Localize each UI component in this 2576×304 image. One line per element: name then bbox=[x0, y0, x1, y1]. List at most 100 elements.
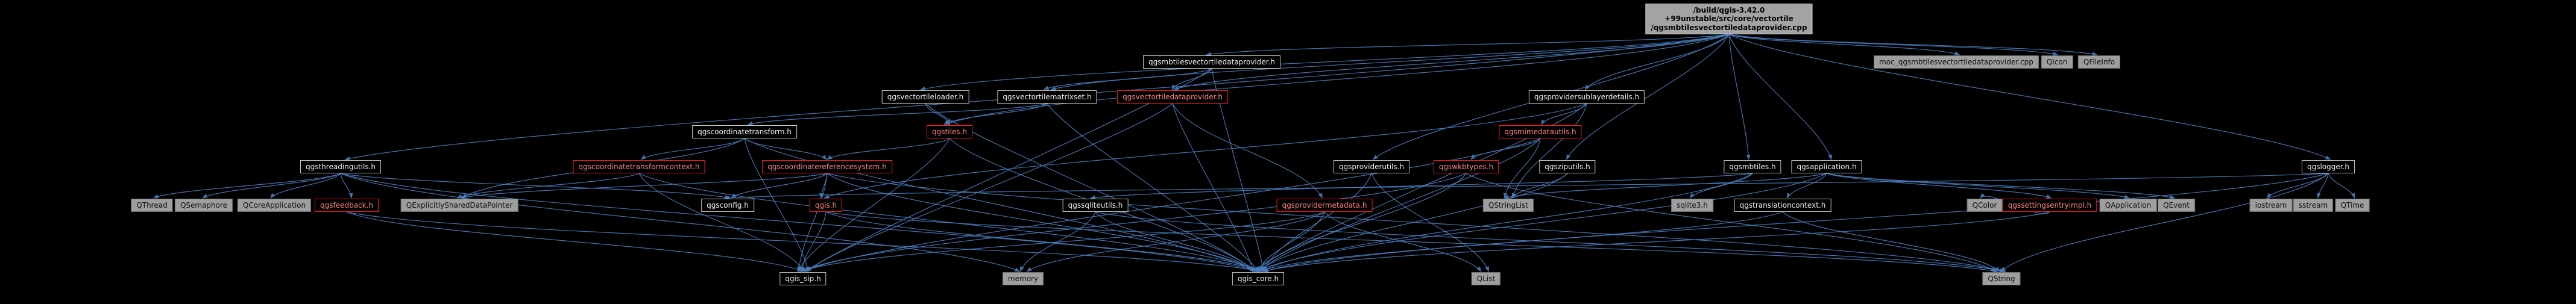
include-edge bbox=[1258, 211, 1783, 272]
node-title-line: /build/qgis-3.42.0 bbox=[1693, 6, 1765, 14]
include-edge bbox=[1211, 68, 1265, 272]
include-edge bbox=[1258, 211, 1325, 272]
node-iostream: iostream bbox=[2249, 199, 2293, 212]
node-mbtiles[interactable]: qgsmbtiles.h bbox=[1724, 160, 1781, 174]
node-qgis[interactable]: qgis.h bbox=[809, 199, 843, 212]
include-edge bbox=[2328, 173, 2355, 199]
include-edge bbox=[638, 173, 1262, 272]
include-edge bbox=[1826, 173, 2176, 199]
include-edge bbox=[1047, 103, 1259, 272]
node-mbtvtdp_h[interactable]: qgsmbtilesvectortiledataprovider.h bbox=[1143, 55, 1280, 69]
node-translationcontext[interactable]: qgstranslationcontext.h bbox=[1734, 199, 1831, 212]
node-mimedatautils[interactable]: qgsmimedatautils.h bbox=[1499, 125, 1582, 139]
include-edge bbox=[1172, 103, 1323, 199]
node-qgsconfig[interactable]: qgsconfig.h bbox=[701, 199, 754, 212]
include-edge bbox=[1503, 138, 1541, 199]
node-vtdataprovider[interactable]: qgsvectortiledataprovider.h bbox=[1117, 90, 1228, 104]
node-feedback[interactable]: qgsfeedback.h bbox=[314, 199, 379, 212]
include-edge bbox=[800, 211, 1325, 272]
include-edge bbox=[1263, 173, 2329, 273]
include-edge bbox=[800, 211, 827, 272]
include-edge bbox=[459, 173, 828, 199]
include-edge bbox=[919, 34, 1730, 91]
node-title-line: +99unstable/src/core/vectortile bbox=[1664, 14, 1793, 23]
include-edge bbox=[1262, 211, 2050, 273]
node-ctcontext[interactable]: qgscoordinatetransformcontext.h bbox=[573, 160, 705, 174]
node-vtmatrixset[interactable]: qgsvectortilematrixset.h bbox=[997, 90, 1097, 104]
include-edge bbox=[819, 173, 828, 199]
include-edge bbox=[346, 211, 804, 272]
include-edge bbox=[1171, 68, 1212, 90]
include-edge bbox=[1728, 34, 2331, 160]
include-edge bbox=[1503, 173, 1827, 199]
node-moc: moc_qgsmbtilesvectortiledataprovider.cpp bbox=[1874, 55, 2039, 69]
include-edge bbox=[2316, 173, 2329, 199]
node-qstringlist: QStringList bbox=[1482, 199, 1534, 212]
include-edge bbox=[1259, 138, 1541, 272]
include-edge bbox=[944, 34, 1730, 125]
node-qgis_core[interactable]: qgis_core.h bbox=[1232, 272, 1285, 286]
include-edge bbox=[1566, 34, 1730, 160]
node-sublayerdetails[interactable]: qgsprovidersublayerdetails.h bbox=[1528, 90, 1645, 104]
include-edge bbox=[1826, 173, 2052, 199]
node-crs[interactable]: qgscoordinatereferencesystem.h bbox=[762, 160, 892, 174]
node-threadingutils[interactable]: qgsthreadingutils.h bbox=[300, 160, 382, 174]
include-edge bbox=[456, 173, 640, 199]
node-qthread: QThread bbox=[131, 199, 173, 212]
node-title-line: /qgsmbtilesvectortiledataprovider.cpp bbox=[1651, 23, 1807, 32]
node-sstream: sstream bbox=[2293, 199, 2334, 212]
node-vtloader[interactable]: qgsvectortileloader.h bbox=[881, 90, 969, 104]
node-application[interactable]: qgsapplication.h bbox=[1791, 160, 1862, 174]
node-qgis_sip[interactable]: qgis_sip.h bbox=[779, 272, 827, 286]
include-edge bbox=[1261, 173, 1753, 272]
include-edge bbox=[797, 138, 950, 272]
node-wkbtypes[interactable]: qgswkbtypes.h bbox=[1433, 160, 1499, 174]
node-coordtransform[interactable]: qgscoordinatetransform.h bbox=[692, 125, 797, 139]
node-providermetadata[interactable]: qgsprovidermetadata.h bbox=[1276, 199, 1373, 212]
include-edge bbox=[801, 138, 1541, 272]
include-edge bbox=[1584, 34, 1730, 90]
node-sqliteutils[interactable]: qgssqliteutils.h bbox=[1062, 199, 1129, 212]
include-edge bbox=[640, 138, 745, 160]
node-tiles[interactable]: qgstiles.h bbox=[927, 125, 972, 139]
include-edge bbox=[202, 173, 341, 199]
node-qcolor: QColor bbox=[1967, 199, 2003, 212]
include-edge bbox=[1689, 173, 1753, 199]
include-edge bbox=[731, 173, 828, 199]
include-edge bbox=[1173, 34, 1730, 90]
node-qcoreapplication: QCoreApplication bbox=[237, 199, 312, 212]
include-edge bbox=[1470, 138, 1541, 160]
include-edge bbox=[1095, 211, 2006, 273]
include-edge bbox=[827, 138, 950, 160]
include-edge bbox=[1206, 34, 1730, 57]
include-edge bbox=[925, 103, 1256, 272]
node-qapplication: QApplication bbox=[2099, 199, 2157, 212]
include-edge bbox=[1826, 173, 2130, 199]
include-edge bbox=[797, 173, 828, 272]
include-edge bbox=[1728, 34, 2098, 56]
include-edge bbox=[827, 173, 2007, 273]
include-edge bbox=[638, 173, 804, 272]
include-edge bbox=[825, 211, 1261, 272]
include-edge bbox=[2000, 173, 2329, 272]
node-qfileinfo: QFileInfo bbox=[2077, 55, 2121, 69]
node-settingsentryimpl[interactable]: qgssettingsentryimpl.h bbox=[2002, 199, 2097, 212]
include-edge bbox=[744, 138, 810, 272]
include-edge bbox=[827, 173, 1258, 272]
node-qicon: QIcon bbox=[2041, 55, 2073, 69]
include-edge bbox=[340, 173, 353, 199]
include-edge bbox=[1541, 103, 1587, 125]
node-providerutils[interactable]: qgsproviderutils.h bbox=[1333, 160, 1410, 174]
include-edge bbox=[1258, 173, 1568, 272]
include-edge bbox=[1089, 173, 1753, 200]
include-edge bbox=[1728, 34, 1751, 160]
node-cpp: /build/qgis-3.42.0+99unstable/src/core/v… bbox=[1645, 4, 1813, 35]
node-qesdp: QExplicitlySharedDataPointer bbox=[400, 199, 518, 212]
node-logger[interactable]: qgslogger.h bbox=[2301, 160, 2355, 174]
node-qstring: QString bbox=[1982, 272, 2021, 286]
node-ziputils[interactable]: qgsziputils.h bbox=[1539, 160, 1596, 174]
include-edge bbox=[943, 103, 1048, 125]
include-edge bbox=[340, 173, 731, 199]
node-qlist: QList bbox=[1471, 272, 1501, 286]
